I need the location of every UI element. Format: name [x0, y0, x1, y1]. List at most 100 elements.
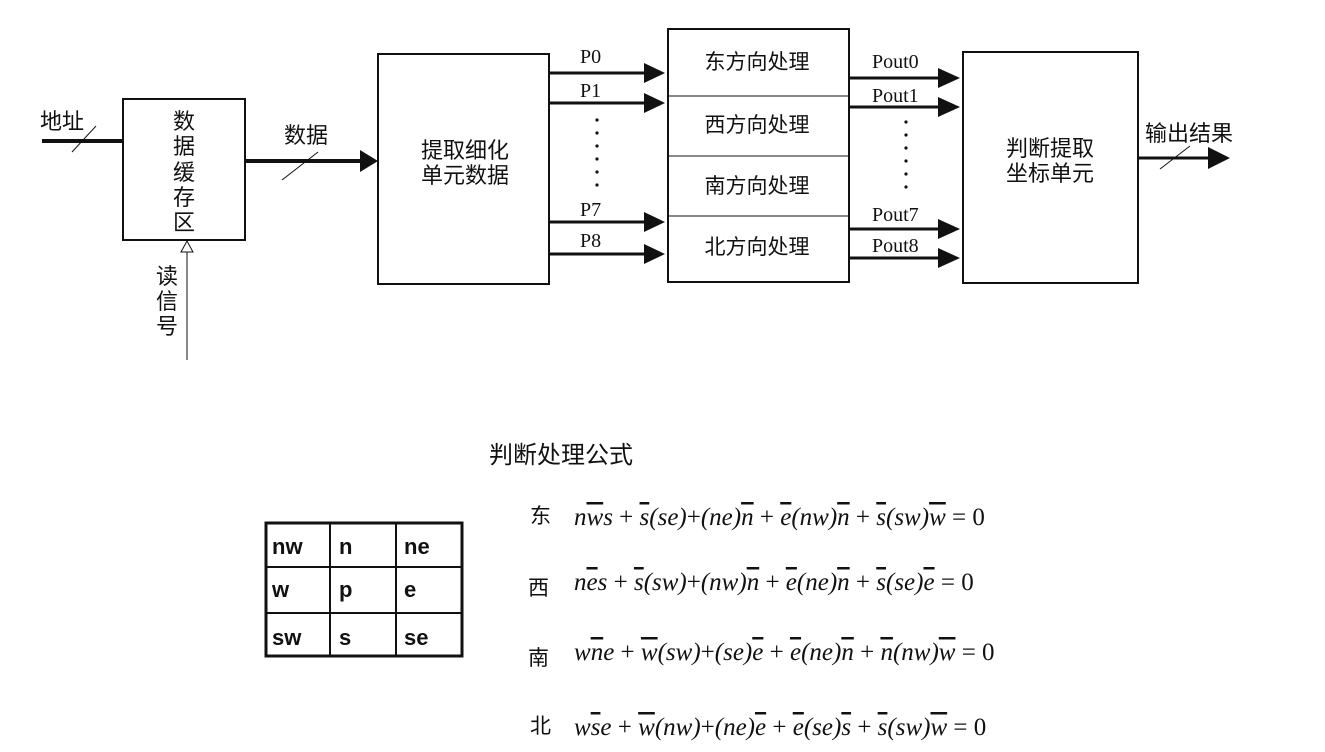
formula-0-term-5: (se) [649, 504, 686, 531]
formula-1-term-8: n [747, 569, 760, 596]
formula-2-term-17: = 0 [955, 639, 994, 666]
formula-3-term-7: (ne) [715, 714, 755, 741]
formula-3-term-2: e [600, 714, 611, 741]
buffer-char-3: 存 [173, 186, 195, 211]
data-bus-arrow [360, 150, 378, 172]
port-p7-arrow [644, 212, 665, 232]
port-in-ellipsis [595, 118, 599, 187]
extract-block [377, 53, 550, 285]
formula-0-term-1: w [587, 504, 604, 531]
formula-1-term-13: + [850, 569, 877, 596]
formula-3-term-3: + [612, 714, 639, 741]
formula-1-term-12: n [837, 569, 850, 596]
address-label: 地址 [40, 110, 84, 135]
formula-2-term-11: (ne) [801, 639, 841, 666]
formula-0-term-7: (ne) [701, 504, 741, 531]
grid-cell-p: p [339, 577, 352, 602]
formula-3-term-10: e [793, 714, 804, 741]
formula-1-term-15: (se) [886, 569, 923, 596]
formula-2-term-1: n [591, 639, 604, 666]
formula-0-term-14: s [876, 504, 886, 531]
direction-north: 北方向处理 [705, 235, 810, 259]
port-pout7-label: Pout7 [872, 204, 919, 226]
grid-cell-s: s [339, 625, 351, 650]
formula-3-term-14: s [878, 714, 888, 741]
direction-south: 南方向处理 [705, 174, 810, 198]
formula-3-term-17: = 0 [947, 714, 986, 741]
formula-1-term-9: + [759, 569, 786, 596]
formula-direction-2: 南 [528, 646, 549, 670]
data-buffer-block [122, 98, 246, 241]
direction-east: 东方向处理 [705, 50, 810, 74]
read-signal-arrow [180, 239, 194, 253]
formula-2-term-15: (nw) [893, 639, 939, 666]
grid-cell-ne: ne [404, 534, 430, 559]
port-p1-arrow [644, 93, 665, 113]
formula-3-term-6: + [701, 714, 715, 741]
port-p8-label: P8 [580, 230, 601, 252]
formula-2-term-7: (se) [715, 639, 752, 666]
output-label: 输出结果 [1145, 122, 1233, 147]
formula-1-term-11: (ne) [797, 569, 837, 596]
formula-0-term-15: (sw) [886, 504, 929, 531]
formula-2-term-9: + [763, 639, 790, 666]
formula-direction-0: 东 [530, 504, 551, 528]
formula-3-term-15: (sw) [887, 714, 930, 741]
data-bus-slash [281, 151, 319, 181]
formula-0-term-6: + [687, 504, 701, 531]
formula-0-term-16: w [929, 504, 946, 531]
grid-cell-se: se [404, 625, 428, 650]
formula-1-term-16: e [923, 569, 934, 596]
judge-block [962, 51, 1139, 284]
formula-1-term-14: s [876, 569, 886, 596]
port-p0-arrow [644, 63, 665, 83]
formula-1-term-7: (nw) [701, 569, 747, 596]
output-arrow [1208, 147, 1230, 169]
port-pout1-arrow [938, 97, 960, 117]
extract-line-0: 提取细化 [421, 139, 509, 164]
formula-1-term-6: + [687, 569, 701, 596]
formula-direction-1: 西 [528, 576, 549, 600]
read-signal-char-1: 信 [156, 290, 178, 315]
port-pout7-arrow [938, 219, 960, 239]
formula-3-term-8: e [755, 714, 766, 741]
formula-1-term-4: s [634, 569, 644, 596]
formula-0-term-10: e [780, 504, 791, 531]
formula-1-term-3: + [607, 569, 634, 596]
formula-0-term-4: s [640, 504, 650, 531]
formula-2-term-12: n [841, 639, 854, 666]
address-bus-slash [71, 125, 97, 153]
formula-3-term-13: + [851, 714, 878, 741]
port-pout0-arrow [938, 68, 960, 88]
grid-cell-e: e [404, 577, 416, 602]
judge-line-1: 坐标单元 [1006, 162, 1094, 187]
output-bus-slash [1159, 145, 1191, 170]
formula-0-term-12: n [837, 504, 850, 531]
formula-1: nes + s(sw)+(nw)n + e(ne)n + s(se)e = 0 [574, 569, 974, 596]
neighborhood-grid [264, 521, 464, 658]
formula-2: wne + w(sw)+(se)e + e(ne)n + n(nw)w = 0 [574, 639, 995, 666]
read-signal-char-2: 号 [156, 315, 178, 340]
formula-2-term-13: + [854, 639, 881, 666]
formula-3-term-1: s [591, 714, 601, 741]
port-out-ellipsis [904, 120, 908, 189]
formula-direction-3: 北 [530, 714, 551, 738]
formula-1-term-0: n [574, 569, 587, 596]
formula-3-term-4: w [638, 714, 655, 741]
port-p0-label: P0 [580, 46, 601, 68]
formula-1-term-2: s [598, 569, 608, 596]
formula-2-term-2: e [603, 639, 614, 666]
formula-1-term-5: (sw) [644, 569, 687, 596]
formula-0-term-13: + [850, 504, 877, 531]
formula-0-term-11: (nw) [791, 504, 837, 531]
grid-cell-w: w [271, 577, 290, 602]
formula-2-term-8: e [752, 639, 763, 666]
formula-1-term-17: = 0 [935, 569, 974, 596]
formula-2-term-6: + [701, 639, 715, 666]
formula-0: nws + s(se)+(ne)n + e(nw)n + s(sw)w = 0 [574, 504, 985, 531]
port-p1-label: P1 [580, 80, 601, 102]
port-pout8-arrow [938, 248, 960, 268]
formula-title: 判断处理公式 [489, 441, 633, 469]
port-pout8-label: Pout8 [872, 235, 919, 257]
